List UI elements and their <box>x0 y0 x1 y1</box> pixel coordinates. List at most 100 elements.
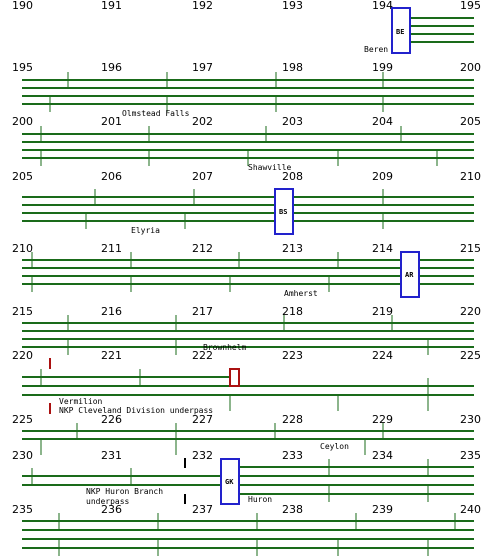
milepost-217: 217 <box>192 305 213 318</box>
milepost-195: 195 <box>460 0 481 12</box>
milepost-212: 212 <box>192 242 213 255</box>
milepost-195b: 195 <box>12 61 33 74</box>
milepost-228: 228 <box>282 413 303 426</box>
track-lines <box>22 322 474 348</box>
milepost-229: 229 <box>372 413 393 426</box>
milepost-223: 223 <box>282 349 303 362</box>
row-205-210: 205 206 207 208 209 210 BS Elyria <box>12 170 481 235</box>
signal-ticks <box>40 369 429 411</box>
milepost-216: 216 <box>101 305 122 318</box>
milepost-218: 218 <box>282 305 303 318</box>
track-lines <box>22 259 474 285</box>
track-lines <box>22 196 474 222</box>
milepost-200: 200 <box>460 61 481 74</box>
milepost-236: 236 <box>101 503 122 516</box>
interlocking-box-bs[interactable] <box>274 188 294 235</box>
row-200-205: 200 201 202 203 204 205 Shawville <box>12 115 481 172</box>
station-label-amherst: Amherst <box>284 289 318 298</box>
milepost-227: 227 <box>192 413 213 426</box>
track-lines <box>22 430 474 440</box>
station-label-shawville: Shawville <box>248 163 292 172</box>
station-label-ceylon: Ceylon <box>320 442 349 451</box>
milepost-213: 213 <box>282 242 303 255</box>
milepost-222: 222 <box>192 349 213 362</box>
milepost-198: 198 <box>282 61 303 74</box>
station-label-elyria: Elyria <box>131 226 160 235</box>
row-225-230: 225 226 227 228 229 230 Ceylon <box>12 413 481 455</box>
signal-ticks <box>85 189 384 229</box>
interlocking-box-be[interactable] <box>391 7 411 54</box>
milepost-210b: 210 <box>12 242 33 255</box>
interlocking-box-gk[interactable] <box>220 458 240 505</box>
milepost-232: 232 <box>192 449 213 462</box>
milepost-205b: 205 <box>12 170 33 183</box>
signal-ticks <box>31 252 339 292</box>
row-190-195: 190 191 192 193 194 195 BE Beren <box>12 0 481 54</box>
milepost-191: 191 <box>101 0 122 12</box>
station-label-huron: Huron <box>248 495 272 504</box>
milepost-240: 240 <box>460 503 481 516</box>
track-lines <box>410 17 474 43</box>
milepost-206: 206 <box>101 170 122 183</box>
milepost-200b: 200 <box>12 115 33 128</box>
milepost-197: 197 <box>192 61 213 74</box>
milepost-193: 193 <box>282 0 303 12</box>
milepost-215b: 215 <box>12 305 33 318</box>
milepost-211: 211 <box>101 242 122 255</box>
milepost-190: 190 <box>12 0 33 12</box>
milepost-235: 235 <box>460 449 481 462</box>
interlocking-code-be: BE <box>396 28 404 36</box>
station-label-olmstead-falls: Olmstead Falls <box>122 109 190 118</box>
interlocking-code-bs: BS <box>279 208 287 216</box>
milepost-220: 220 <box>460 305 481 318</box>
station-label-vermilion: Vermilion <box>59 397 103 406</box>
milepost-204: 204 <box>372 115 393 128</box>
milepost-196: 196 <box>101 61 122 74</box>
milepost-210: 210 <box>460 170 481 183</box>
interlocking-code-ar: AR <box>405 271 414 279</box>
underpass-label-nkp-cleveland: NKP Cleveland Division underpass <box>59 406 213 415</box>
station-label-beren: Beren <box>364 45 388 54</box>
signal-ticks <box>58 513 456 556</box>
milepost-231: 231 <box>101 449 122 462</box>
milepost-202: 202 <box>192 115 213 128</box>
milepost-234: 234 <box>372 449 393 462</box>
milepost-192: 192 <box>192 0 213 12</box>
track-lines <box>22 376 474 396</box>
row-210-215: 210 211 212 213 214 215 AR Amherst <box>12 242 481 298</box>
underpass-label-underpass: underpass <box>86 497 130 506</box>
milepost-219: 219 <box>372 305 393 318</box>
milepost-214: 214 <box>372 242 393 255</box>
interlocking-code-gk: GK <box>225 478 234 486</box>
row-195-200: 195 196 197 198 199 200 Olmstead Falls <box>12 61 481 118</box>
signal-ticks <box>40 423 384 455</box>
track-lines <box>22 79 474 105</box>
track-lines <box>22 466 474 495</box>
milepost-238: 238 <box>282 503 303 516</box>
milepost-225: 225 <box>460 349 481 362</box>
milepost-205: 205 <box>460 115 481 128</box>
interlocking-box-red[interactable] <box>229 368 240 387</box>
milepost-239: 239 <box>372 503 393 516</box>
milepost-201: 201 <box>101 115 122 128</box>
milepost-226: 226 <box>101 413 122 426</box>
milepost-221: 221 <box>101 349 122 362</box>
signal-ticks <box>67 315 429 355</box>
milepost-220b: 220 <box>12 349 33 362</box>
underpass-label-nkp-huron-branch: NKP Huron Branch <box>86 487 163 496</box>
signal-ticks <box>31 459 429 502</box>
signal-ticks <box>40 126 438 166</box>
milepost-209: 209 <box>372 170 393 183</box>
milepost-215: 215 <box>460 242 481 255</box>
milepost-233: 233 <box>282 449 303 462</box>
milepost-207: 207 <box>192 170 213 183</box>
interlocking-box-ar[interactable] <box>400 251 420 298</box>
row-230-235: 230 231 232 233 234 235 GK NKP Huron Bra… <box>12 449 481 506</box>
track-lines <box>22 520 474 549</box>
milepost-224: 224 <box>372 349 393 362</box>
milepost-203: 203 <box>282 115 303 128</box>
signal-ticks <box>49 72 384 112</box>
milepost-230: 230 <box>460 413 481 426</box>
row-215-220: 215 216 217 218 219 220 Brownhelm <box>12 305 481 355</box>
